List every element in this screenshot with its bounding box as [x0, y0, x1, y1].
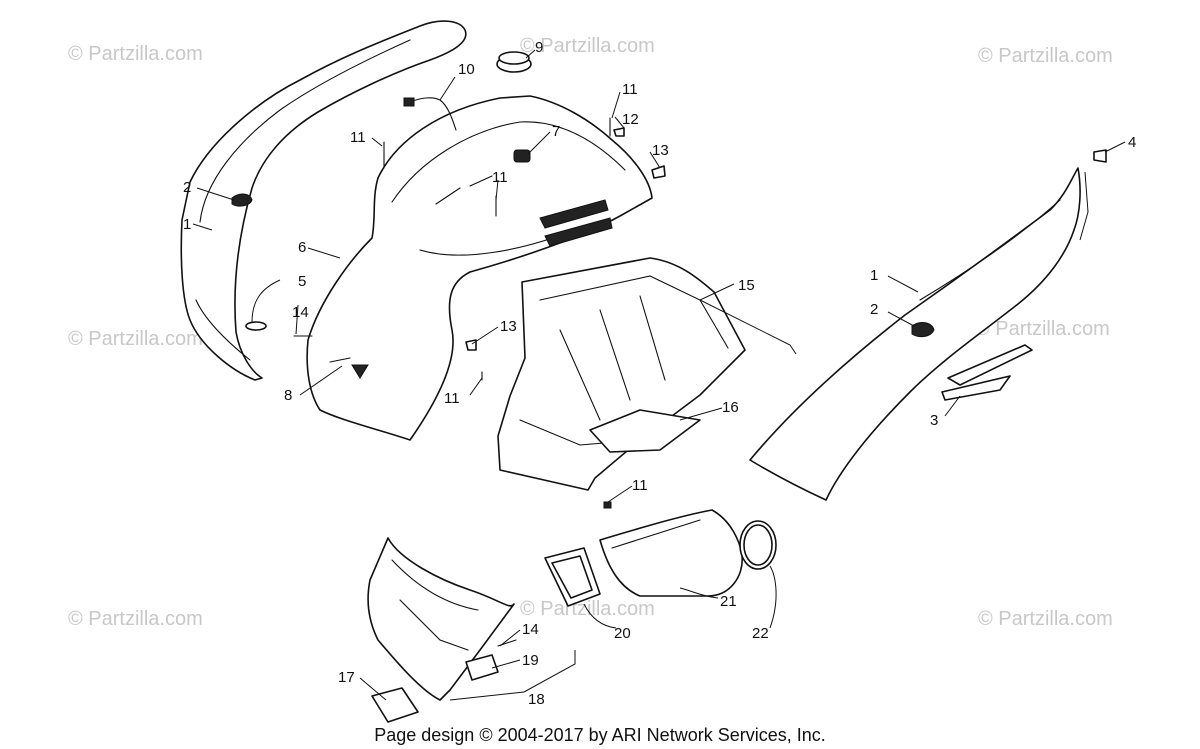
callout-11: 11: [622, 81, 638, 98]
callout-11: 11: [350, 129, 366, 146]
callout-2: 2: [870, 301, 878, 318]
watermark: © Partzilla.com: [520, 35, 655, 57]
push-rivet: [1093, 149, 1107, 163]
watermark: © Partzilla.com: [68, 328, 203, 350]
bumper-bracket: [371, 687, 419, 723]
watermark: © Partzilla.com: [978, 608, 1113, 630]
callout-19: 19: [522, 652, 539, 669]
callout-17: 17: [338, 669, 355, 686]
nose-emblem: [465, 654, 499, 681]
callout-21: 21: [720, 593, 737, 610]
callout-11: 11: [632, 477, 648, 494]
lower-nose: [367, 537, 515, 701]
watermark: © Partzilla.com: [68, 43, 203, 65]
watermark: © Partzilla.com: [975, 318, 1110, 340]
callout-7: 7: [552, 123, 560, 140]
callout-14: 14: [292, 304, 309, 321]
side-panel-left: [180, 20, 467, 381]
page-credit: Page design © 2004-2017 by ARI Network S…: [374, 725, 826, 745]
watermark: © Partzilla.com: [978, 45, 1113, 67]
hose-clamp: [739, 520, 777, 570]
callout-16: 16: [722, 399, 739, 416]
side-panel-right: [749, 167, 1081, 501]
callout-18: 18: [528, 691, 545, 708]
callout-13: 13: [652, 142, 669, 159]
callout-2: 2: [183, 179, 191, 196]
callout-3: 3: [930, 412, 938, 429]
callout-14: 14: [522, 621, 539, 638]
intake-gasket: [544, 547, 601, 607]
callout-4: 4: [1128, 134, 1136, 151]
screws: [293, 117, 666, 647]
callout-10: 10: [458, 61, 475, 78]
callout-22: 22: [752, 625, 769, 642]
callout-9: 9: [535, 39, 543, 56]
grommet: [496, 51, 532, 73]
callout-1: 1: [870, 267, 878, 284]
callout-13: 13: [500, 318, 517, 335]
callout-6: 6: [298, 239, 306, 256]
callouts: 9 10 11 12 13 7 11 11 2 1 6 5 14 8 13 11…: [183, 39, 1136, 708]
callout-1: 1: [183, 216, 191, 233]
callout-20: 20: [614, 625, 631, 642]
callout-5: 5: [298, 273, 306, 290]
leader-lines: [192, 49, 1126, 701]
callout-11: 11: [492, 169, 508, 186]
front-hood: [306, 95, 653, 441]
callout-8: 8: [284, 387, 292, 404]
intake-boot: [599, 509, 743, 597]
storage-tray: [497, 257, 746, 491]
callout-15: 15: [738, 277, 755, 294]
watermark: © Partzilla.com: [68, 608, 203, 630]
callout-11: 11: [444, 390, 460, 407]
tray-mat: [589, 409, 701, 453]
callout-12: 12: [622, 111, 639, 128]
